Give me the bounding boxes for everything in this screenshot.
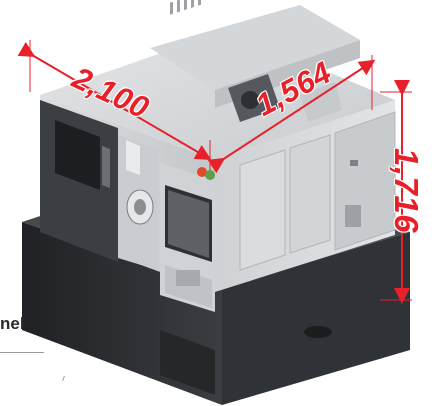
chuck-area xyxy=(118,135,158,270)
caption-divider xyxy=(0,352,44,353)
dimension-extension-lines xyxy=(29,40,412,301)
dimension-arrows xyxy=(17,42,410,304)
control-panel xyxy=(160,163,215,312)
height-dimension-label: 1,716 xyxy=(388,148,425,234)
caption-text-fragment: nel xyxy=(0,314,25,333)
